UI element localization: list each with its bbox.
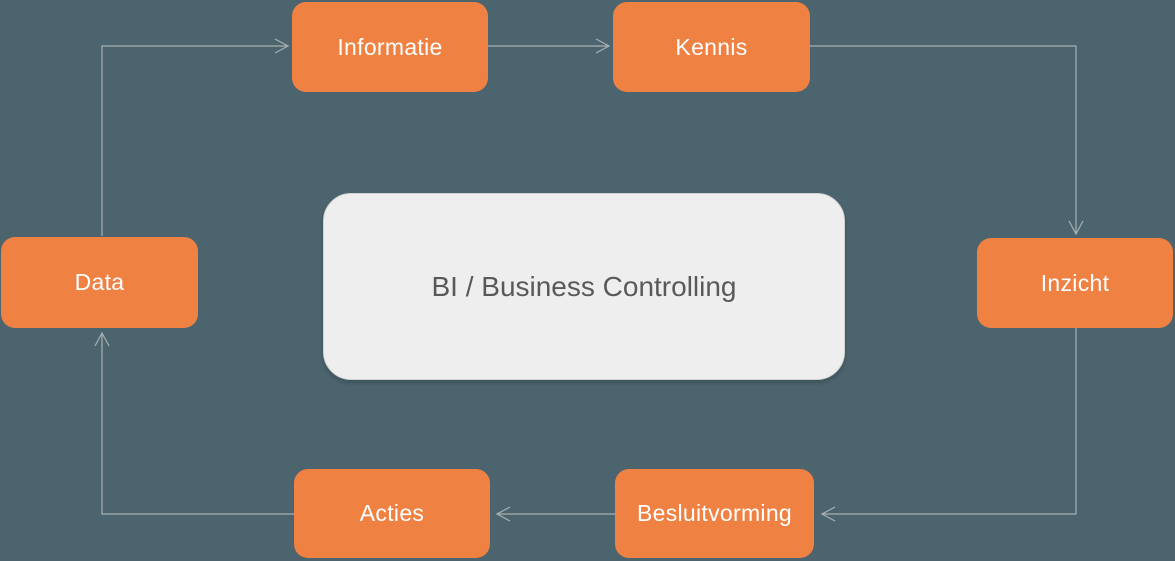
edge-besluitvorming-acties: [495, 506, 615, 522]
arrowhead-right-icon: [595, 38, 611, 54]
node-label: Acties: [359, 500, 425, 526]
arrowhead-down-icon: [1068, 220, 1084, 236]
center-title: BI / Business Controlling: [431, 270, 737, 302]
node-label: Informatie: [337, 33, 443, 60]
node-acties: Acties: [294, 469, 490, 558]
edge-inzicht-besluitvorming: [820, 328, 1077, 522]
node-label: Kennis: [675, 33, 748, 60]
edge-data-informatie: [101, 38, 290, 236]
arrowhead-up-icon: [94, 331, 110, 347]
node-label: Besluitvorming: [636, 500, 793, 526]
node-label: Data: [74, 269, 125, 295]
arrowhead-right-icon: [274, 38, 290, 54]
edge-kennis-inzicht: [810, 45, 1084, 236]
edge-acties-data: [94, 331, 294, 515]
node-data: Data: [1, 237, 198, 328]
node-besluitvorming: Besluitvorming: [615, 469, 814, 558]
arrowhead-left-icon: [495, 506, 511, 522]
arrowhead-left-icon: [820, 506, 836, 522]
node-kennis: Kennis: [613, 2, 810, 92]
edge-informatie-kennis: [488, 38, 611, 54]
node-label: Inzicht: [1040, 269, 1110, 296]
center-title-box: BI / Business Controlling: [323, 193, 845, 380]
node-inzicht: Inzicht: [977, 238, 1173, 328]
node-informatie: Informatie: [292, 2, 488, 92]
